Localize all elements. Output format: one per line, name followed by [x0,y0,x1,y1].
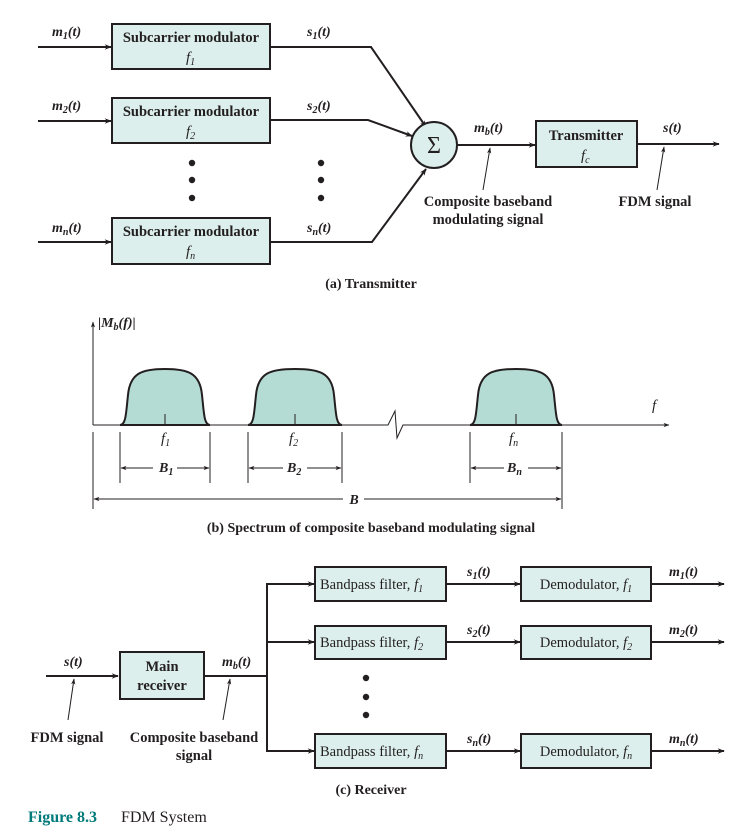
input-signal-label: m1(t) [52,25,81,42]
receiver-caption: (c) Receiver [335,783,406,798]
x-axis-break [336,409,670,440]
mid-signal-label: s2(t) [466,623,491,640]
mid-signal-label: sn(t) [466,732,491,749]
output-path [270,119,413,137]
y-axis-label: |Mb(f)| [98,316,136,333]
band-n-center-label: fn [509,431,518,449]
output-signal-label: s1(t) [306,25,331,42]
output-signal-label: s(t) [662,121,682,136]
block-label: Subcarrier modulator [123,224,260,240]
input-signal-label: m2(t) [52,99,81,116]
demodulator-label: Demodulator, f1 [540,577,632,595]
block-label: Subcarrier modulator [123,30,260,46]
input-signal-label: mn(t) [52,221,82,238]
figure-number: Figure 8.3 [28,809,97,826]
spectrum-bands [119,367,563,509]
composite-pointer [222,678,232,721]
composite-annotation-line1: Composite baseband [424,194,553,210]
rx-ellipsis [362,674,370,719]
bandpass-filter-label: Bandpass filter, f2 [320,635,423,653]
x-axis-label: f [652,398,658,414]
composite-annotation-line1: Composite baseband [130,730,259,746]
demodulator-block [520,625,652,660]
output-path [270,168,427,243]
rx-channel-2: Bandpass filter, f2 s2(t) Demodulator, f… [314,623,725,660]
transmitter-block [535,120,638,168]
input-signal-label: s(t) [63,655,83,670]
tx-channel-n: mn(t) Subcarrier modulator fn sn(t) [38,168,427,265]
spectrum-band-2 [247,367,343,426]
output-signal-label: s2(t) [306,99,331,116]
main-receiver-label-line1: Main [145,659,178,675]
subcarrier-modulator-block [111,97,271,144]
rx-channel-n: Bandpass filter, fn sn(t) Demodulator, f… [314,732,725,769]
spectrum-section: |Mb(f)| f f1 f2 fn B1 B2 Bn B (b) Spectr… [90,316,670,536]
bandpass-filter-label: Bandpass filter, f1 [320,577,423,595]
transmitter-section: m1(t) Subcarrier modulator f1 s1(t) m2(t… [38,23,720,292]
transmitter-label: Transmitter [549,128,624,144]
output-signal-label: m2(t) [669,623,698,640]
band-1-center-label: f1 [161,431,170,449]
band-2-bandwidth-label: B2 [286,461,301,478]
figure-title: FDM System [121,809,207,826]
main-receiver-label-line2: receiver [137,678,187,694]
block-frequency: f2 [186,124,195,142]
tx-ellipsis [188,159,325,202]
subcarrier-modulator-block [111,23,271,70]
fdm-pointer [67,678,76,721]
tx-channel-2: m2(t) Subcarrier modulator f2 s2(t) [38,97,413,144]
block-frequency: fn [186,244,195,262]
demodulator-block [520,566,652,602]
fdm-annotation: FDM signal [619,194,692,210]
composite-annotation-line2: modulating signal [433,212,544,228]
main-receiver-block [119,651,205,700]
bandpass-filter-label: Bandpass filter, fn [320,744,423,762]
band-1-bandwidth-label: B1 [158,461,173,478]
demodulator-block [520,733,652,769]
spectrum-caption: (b) Spectrum of composite baseband modul… [207,521,535,536]
fdm-annotation: FDM signal [31,730,104,746]
demodulator-label: Demodulator, fn [540,744,632,762]
demodulator-label: Demodulator, f2 [540,635,632,653]
composite-signal-label: mb(t) [474,121,503,138]
block-label: Subcarrier modulator [123,104,260,120]
output-signal-label: sn(t) [306,221,331,238]
composite-annotation-line2: signal [176,748,212,764]
total-bandwidth-label: B [348,493,358,508]
band-2-center-label: f2 [289,431,298,449]
subcarrier-modulator-block [111,217,271,265]
output-path [270,46,427,128]
spectrum-band-3 [469,367,563,426]
output-signal-label: mn(t) [669,732,699,749]
sigma-icon: Σ [427,133,441,159]
transmitter-caption: (a) Transmitter [325,277,417,292]
composite-signal-label: mb(t) [222,655,251,672]
mid-signal-label: s1(t) [466,565,491,582]
block-frequency: f1 [186,50,195,68]
spectrum-band-1 [119,367,211,426]
receiver-section: s(t) FDM signal Main receiver mb(t) Comp… [31,565,725,798]
carrier-frequency: fc [581,148,590,166]
fdm-pointer [656,146,666,191]
rx-channel-1: Bandpass filter, f1 s1(t) Demodulator, f… [314,565,725,602]
composite-pointer [482,147,492,191]
band-n-bandwidth-label: Bn [506,461,522,478]
tx-channel-1: m1(t) Subcarrier modulator f1 s1(t) [38,23,427,128]
output-signal-label: m1(t) [669,565,698,582]
